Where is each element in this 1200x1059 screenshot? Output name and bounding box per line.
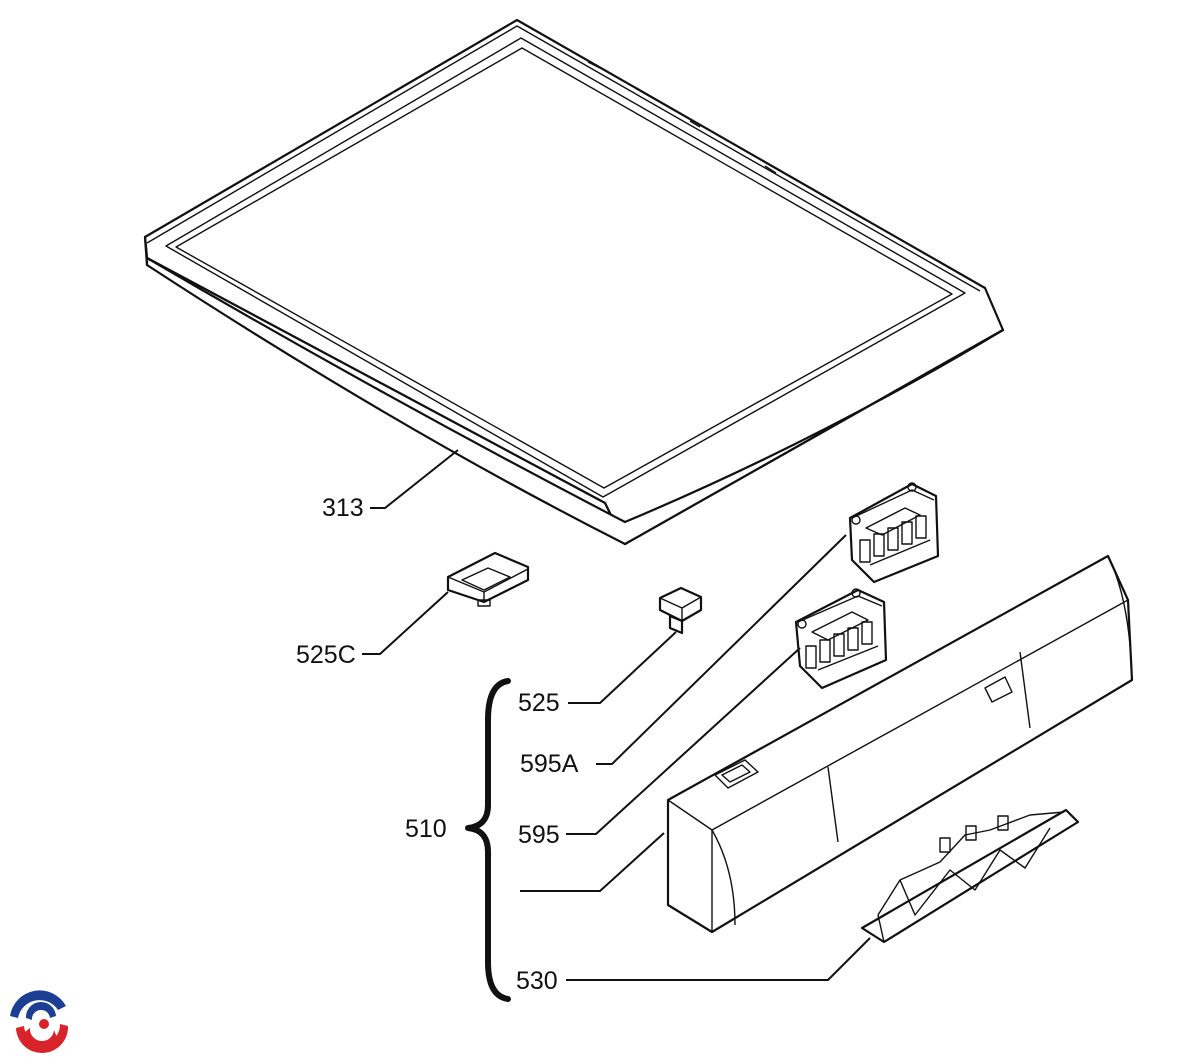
leader-525c	[362, 591, 449, 655]
label-525: 525	[518, 689, 560, 717]
label-510: 510	[405, 815, 447, 843]
leader-510-panel	[520, 832, 665, 892]
label-313: 313	[322, 494, 364, 522]
group-brace	[465, 678, 511, 1002]
leader-595	[566, 647, 801, 835]
control-panel-part	[666, 554, 1134, 934]
leader-595a	[596, 534, 847, 765]
button-cap-part	[658, 586, 703, 635]
handle-part	[860, 808, 1080, 944]
leader-lines	[362, 449, 871, 981]
switch-block-part	[794, 588, 888, 690]
switch-block-a-part	[848, 482, 940, 584]
swirl-logo-icon	[6, 986, 74, 1054]
label-595: 595	[518, 821, 560, 849]
leader-525	[568, 631, 677, 704]
dispenser-tray-part	[446, 551, 530, 607]
label-525c: 525C	[296, 641, 356, 669]
label-530: 530	[516, 967, 558, 995]
top-cover-part	[143, 18, 1005, 546]
leader-313	[370, 449, 459, 509]
label-595a: 595A	[520, 750, 579, 778]
leader-530	[566, 937, 871, 981]
